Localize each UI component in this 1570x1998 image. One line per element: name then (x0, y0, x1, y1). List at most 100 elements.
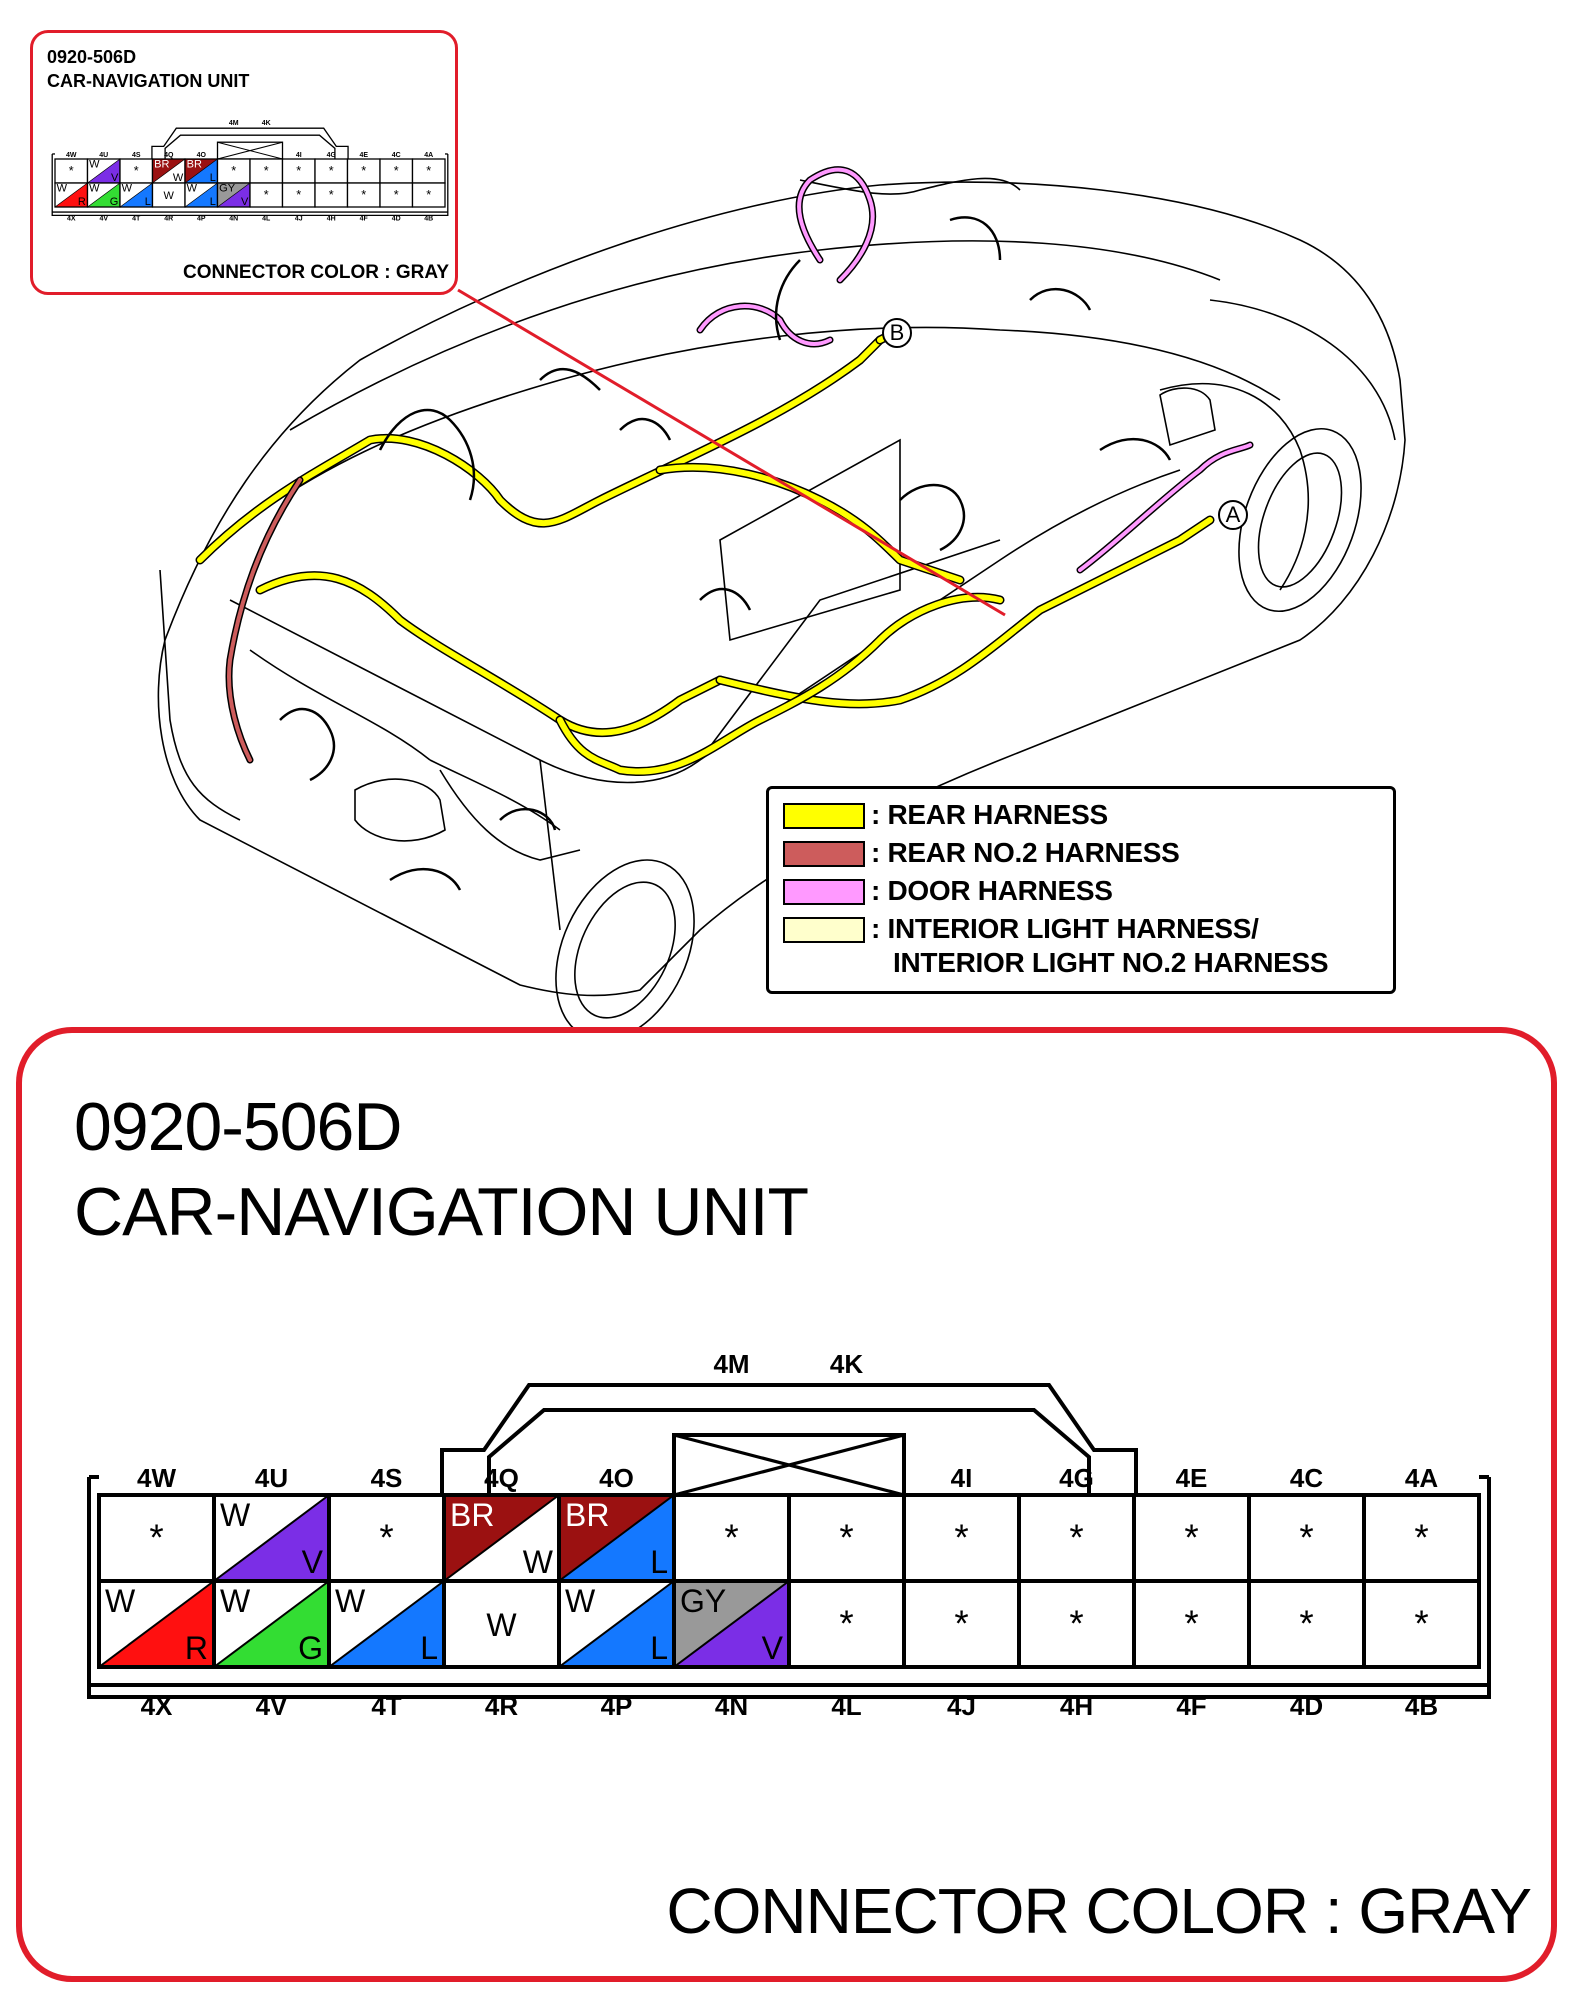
legend-label-interior-light-no2-harness: INTERIOR LIGHT NO.2 HARNESS (893, 947, 1329, 978)
inset-key-label-4k: 4K (262, 120, 271, 127)
inset-wire-color-single: W (164, 190, 175, 202)
inset-pin-cell-bg (120, 159, 153, 183)
legend-swatch-door-harness (783, 879, 865, 905)
inset-pin-cell-bg (315, 159, 348, 183)
inset-wire-color-bottom: L (145, 196, 151, 208)
callout-leader-line (457, 288, 1006, 617)
inset-pin-number-label: 4A (424, 152, 433, 159)
inset-pin-number-label: 4V (99, 215, 108, 222)
inset-unused-pin-mark: * (426, 188, 431, 202)
inset-wire-color-top: BR (154, 159, 169, 171)
inset-pin-cell: * (216, 158, 251, 184)
inset-wire-color-top: W (89, 159, 100, 171)
inset-wire-color-bottom: W (173, 172, 184, 184)
inset-pin-cell: * 4J (281, 182, 316, 222)
inset-pin-number-label: 4D (392, 215, 401, 222)
inset-pin-cell-diagonal (119, 182, 153, 208)
inset-wire-color-bottom: R (78, 196, 86, 208)
inset-key-label-4m: 4M (229, 120, 239, 127)
inset-pin-cell-bg (282, 159, 315, 183)
callout-marker-b: B (882, 318, 912, 348)
inset-pin-number-label: 4O (197, 152, 207, 159)
inset-pin-cell: *4E (346, 152, 381, 184)
inset-pin-cell-bg (347, 159, 380, 183)
inset-unused-pin-mark: * (134, 164, 139, 178)
inset-pin-cell-bg (217, 159, 250, 183)
inset-unused-pin-mark: * (69, 164, 74, 178)
connector-color-label: CONNECTOR COLOR : GRAY (666, 1875, 1532, 1947)
inset-pin-cell: *4L (249, 182, 284, 222)
legend-label-door-harness: : DOOR HARNESS (871, 875, 1113, 906)
inset-connector-hood (151, 127, 349, 159)
inset-pin-cell-bg (152, 183, 185, 207)
inset-pin-cell: * 4B (411, 182, 446, 222)
inset-pin-number-label: 4B (424, 215, 433, 222)
inset-pin-number-label: 4H (327, 215, 336, 222)
connector-code: 0920-506D (74, 1089, 402, 1165)
inset-wire-color-bottom: V (111, 172, 119, 184)
inset-unused-pin-mark: * (231, 164, 236, 178)
inset-pin-number-label: 4L (262, 215, 271, 222)
inset-wire-color-top: W (57, 183, 68, 195)
inset-wire-color-top: W (187, 183, 198, 195)
inset-pin-cell-bg (250, 159, 283, 183)
inset-unused-pin-mark: * (394, 164, 399, 178)
inset-unused-pin-mark: * (264, 164, 269, 178)
inset-pin-number-label: 4T (132, 215, 141, 222)
door-harness-routing (696, 166, 1254, 574)
inset-pin-number-label: 4X (67, 215, 76, 222)
inset-pin-cell-bg (315, 183, 348, 207)
legend-swatch-rear-harness (783, 803, 865, 829)
inset-wire-color-top: W (89, 183, 100, 195)
inset-pin-cell-diagonal (152, 158, 186, 184)
inset-pin-cell-border (411, 182, 446, 208)
inset-connector-color: CONNECTOR COLOR : GRAY (182, 262, 449, 283)
inset-unused-pin-mark: * (394, 188, 399, 202)
connector-name: CAR-NAVIGATION UNIT (74, 1174, 809, 1250)
inset-pin-number-label: 4U (99, 152, 108, 159)
inset-connector-frame (51, 153, 449, 217)
inset-wire-color-top: BR (187, 159, 202, 171)
inset-pin-cell-bg (380, 159, 413, 183)
inset-pin-number-label: 4Q (164, 152, 174, 159)
inset-pin-number-label: 4P (197, 215, 206, 222)
inset-pin-cell: W4R (151, 182, 186, 222)
harness-legend: : REAR HARNESS : REAR NO.2 HARNESS : DOO… (766, 786, 1396, 994)
inset-connector-hood-inner (164, 134, 336, 159)
connector-detail-panel: 0920-506D CAR-NAVIGATION UNIT CONNECTOR … (16, 1027, 1557, 1982)
inset-pin-number-label: 4F (360, 215, 369, 222)
inset-lock-tab-cross-b (217, 141, 283, 160)
inset-pin-number-label: 4C (392, 152, 401, 159)
inset-unused-pin-mark: * (296, 188, 301, 202)
inset-pin-cell-bg (282, 183, 315, 207)
inset-pin-cell: * 4F (346, 182, 381, 222)
inset-pin-number-label: 4N (229, 215, 238, 222)
legend-swatch-rear-no2-harness (783, 841, 865, 867)
inset-pin-cell-bg (347, 183, 380, 207)
inset-pin-number-label: 4W (66, 152, 77, 159)
inset-pin-cell: * 4W (54, 152, 89, 184)
inset-pin-cell: WV 4U (86, 152, 121, 184)
inset-pin-cell: *4S (119, 152, 154, 184)
inset-pin-cell: *4G (314, 152, 349, 184)
inset-wire-color-bottom: G (110, 196, 119, 208)
inset-unused-pin-mark: * (329, 188, 334, 202)
inset-pin-number-label: 4I (296, 152, 302, 159)
inset-pin-number-label: 4J (295, 215, 303, 222)
inset-unused-pin-mark: * (296, 164, 301, 178)
inset-pin-cell: *4A (411, 152, 446, 184)
inset-pin-cell: BR W 4Q (151, 152, 186, 184)
inset-pin-cell-diagonal (184, 182, 218, 208)
inset-pin-cell-diagonal (54, 182, 88, 208)
inset-pin-number-label: 4E (359, 152, 368, 159)
inset-unused-pin-mark: * (361, 188, 366, 202)
